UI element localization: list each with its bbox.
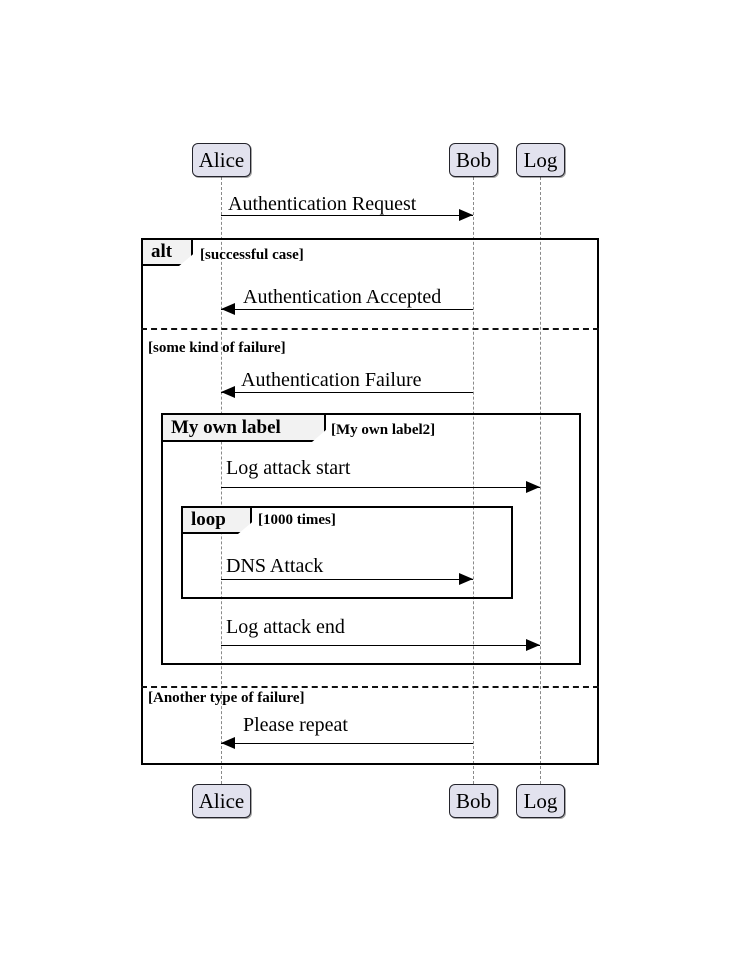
participant-footer-log-label: Log [523,788,558,813]
message-arrowhead-authentication-failure [221,385,235,398]
participant-header-alice[interactable]: Alice [192,143,251,177]
message-line-authentication-accepted [221,309,473,310]
participant-header-log[interactable]: Log [516,143,565,177]
message-label-authentication-accepted: Authentication Accepted [243,286,442,308]
participant-footer-log[interactable]: Log [516,784,565,818]
participant-footer-bob-label: Bob [455,788,491,813]
fragment-alt-guard-3: [Another type of failure] [148,690,305,706]
fragment-my-own-label-guard: [My own label2] [331,422,436,438]
fragment-alt [141,238,599,765]
fragment-alt-divider-1 [141,328,599,330]
participant-header-bob[interactable]: Bob [449,143,498,177]
message-label-log-attack-start: Log attack start [226,457,351,479]
message-label-authentication-request: Authentication Request [228,193,417,215]
fragment-my-own-label [161,413,581,665]
message-label-authentication-failure: Authentication Failure [241,369,422,391]
participant-footer-alice[interactable]: Alice [192,784,251,818]
lifeline-bob [473,177,474,784]
fragment-loop-operator-label: loop [191,509,226,530]
fragment-loop-guard: [1000 times] [258,512,336,528]
message-line-authentication-failure [221,392,473,393]
fragment-alt-guard-2: [some kind of failure] [148,340,286,356]
fragment-alt-guard-1: [successful case] [200,247,304,263]
message-label-dns-attack: DNS Attack [226,555,324,577]
message-line-log-attack-start [221,487,540,488]
fragment-alt-divider-2 [141,686,599,688]
lifeline-log [540,177,541,784]
participant-header-log-label: Log [523,147,558,172]
message-label-please-repeat: Please repeat [243,714,348,736]
fragment-loop [181,506,513,599]
message-line-please-repeat [221,743,473,744]
message-arrowhead-log-attack-end [526,638,540,651]
message-arrowhead-authentication-request [459,208,473,221]
participant-header-alice-label: Alice [198,147,245,172]
message-arrowhead-authentication-accepted [221,302,235,315]
fragment-my-own-label-operator-tab: My own label [163,415,326,442]
participant-footer-alice-label: Alice [198,788,245,813]
message-arrowhead-log-attack-start [526,480,540,493]
message-label-log-attack-end: Log attack end [226,616,345,638]
fragment-alt-operator-label: alt [151,241,173,262]
message-line-dns-attack [221,579,473,580]
message-arrowhead-dns-attack [459,572,473,585]
fragment-my-own-label-operator-label: My own label [171,416,281,438]
message-line-log-attack-end [221,645,540,646]
fragment-loop-operator-tab: loop [183,508,252,534]
lifeline-alice [221,177,222,784]
participant-header-bob-label: Bob [455,147,491,172]
participant-footer-bob[interactable]: Bob [449,784,498,818]
message-arrowhead-please-repeat [221,736,235,749]
message-line-authentication-request [221,215,473,216]
